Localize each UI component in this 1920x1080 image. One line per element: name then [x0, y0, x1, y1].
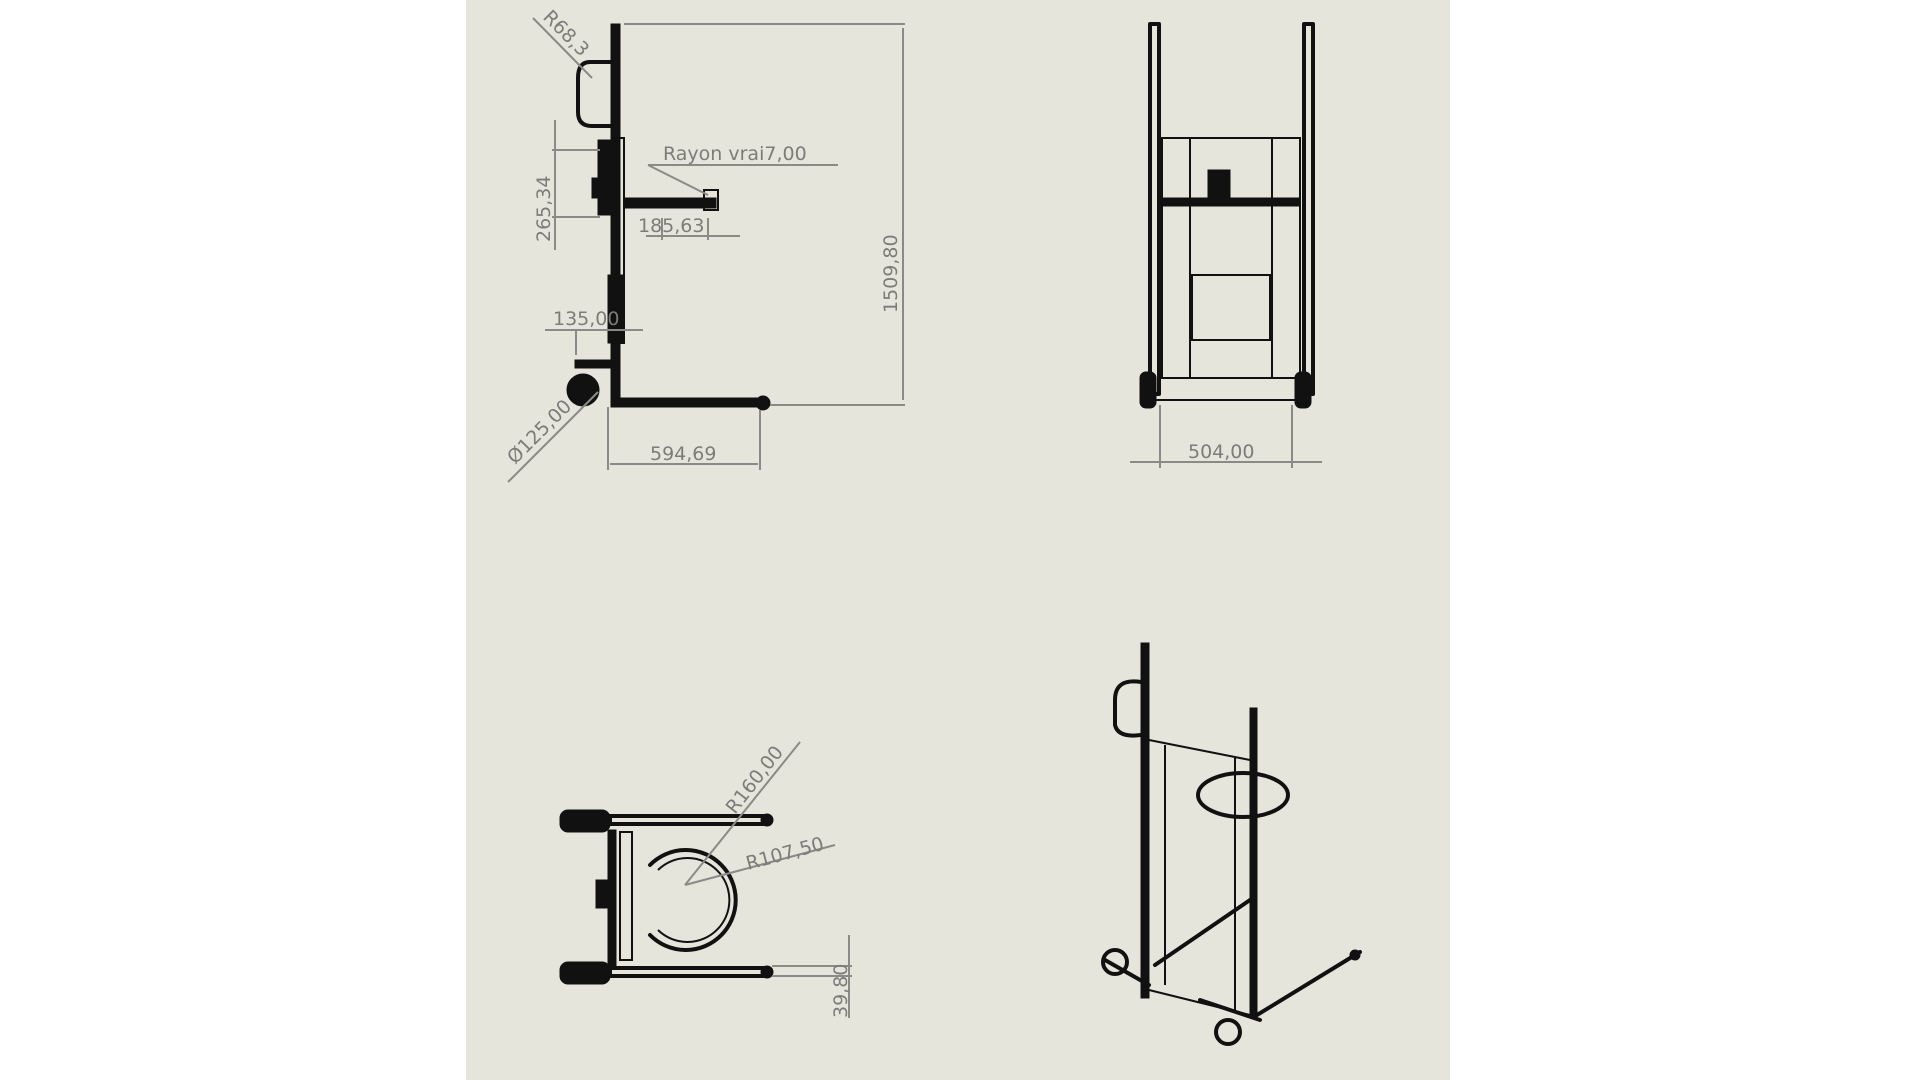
front-view: 504,00	[1130, 22, 1322, 468]
top-view: R160,00 R107,50 39,80	[559, 741, 852, 1018]
dim-wheel-diameter: Ø125,00	[503, 395, 576, 468]
dim-true-radius: Rayon vrai7,00	[663, 143, 807, 165]
clamp-arm	[623, 197, 717, 209]
dim-outer-radius: R160,00	[722, 742, 788, 818]
dim-fork-length: 594,69	[650, 443, 716, 465]
isometric-view	[1101, 642, 1362, 1046]
side-view: 1509,80 594,69 265,34 185,63 Rayon vrai7…	[503, 6, 905, 483]
handle	[576, 60, 614, 128]
dim-fork-width: 39,80	[830, 964, 852, 1018]
fork	[610, 397, 767, 408]
wheel	[566, 373, 600, 407]
dim-inner-radius: R107,50	[744, 833, 827, 875]
dim-185: 185,63	[638, 215, 704, 237]
dim-total-height: 1509,80	[880, 234, 902, 313]
dim-265: 265,34	[533, 176, 555, 242]
dim-front-width: 504,00	[1188, 441, 1254, 463]
drawing-sheet	[466, 0, 1450, 1080]
dim-135: 135,00	[553, 308, 619, 330]
